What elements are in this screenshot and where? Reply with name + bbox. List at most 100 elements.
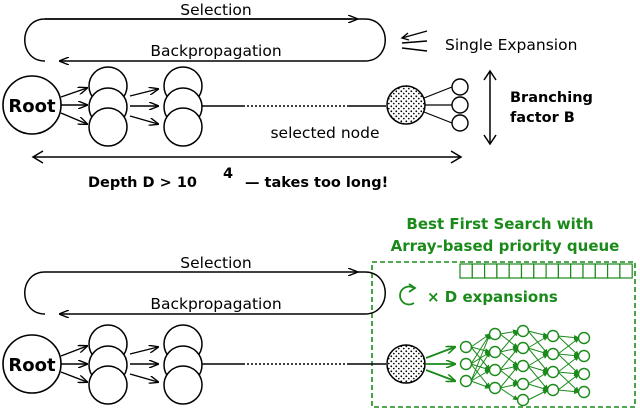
tree-node [459,374,473,388]
tree-edge [557,335,580,341]
top-level2-nodes [163,66,203,147]
tree-node [459,357,473,371]
top-child-edges [423,86,453,124]
queue-cell [533,263,547,279]
top-loop-right [60,18,386,61]
bottom-loop-left [24,271,46,315]
tree-edge [470,333,491,365]
queue-cell [496,263,510,279]
top-child-nodes [451,78,469,132]
tree-edge [527,335,549,349]
tree-edge [470,380,491,389]
tree-edge [470,351,491,382]
bottom-loop-right [60,271,386,314]
depth-exponent: 4 [223,166,233,182]
tree-edge [527,389,549,401]
tree-node [459,340,473,354]
top-level1-nodes [88,66,128,147]
tree-node [546,347,560,361]
bottom-root-label: Root [8,355,56,376]
queue-cell [606,263,621,279]
tree-node [488,381,502,395]
tree-node [516,341,530,355]
tree-node [488,345,502,359]
bottom-backprop-label: Backpropagation [150,295,281,313]
queue-cell [619,263,633,279]
branching-label-2: factor B [510,110,575,126]
tree-node [516,359,530,373]
green-expansion-arrows [425,347,455,381]
single-expansion-label: Single Expansion [445,36,577,54]
top-panel: Selection Backpropagation Single Expansi… [2,1,593,191]
selected-node-label: selected node [270,124,379,142]
single-expansion-arrows [400,30,428,52]
tree-edge [470,369,491,382]
bottom-selected-node [386,344,426,384]
queue-cell [594,263,609,279]
bottom-panel: Best First Search with Array-based prior… [2,215,636,408]
tree-edge [527,330,549,338]
tree-edge [499,387,519,401]
top-root-label: Root [8,96,56,117]
tree-edge [527,365,549,373]
bottom-selection-label: Selection [180,254,251,272]
depth-label: Depth D > 10 [88,175,197,191]
tree-node [516,324,530,338]
queue-cell [459,263,473,279]
bottom-level1-nodes [88,324,128,405]
tree-node [488,327,502,341]
bfs-title-2: Array-based priority queue [391,237,620,255]
tree-node [577,385,591,399]
tree-node [546,365,560,379]
priority-queue-array [459,263,633,279]
tree-edge [557,353,580,359]
tree-edge [499,365,519,389]
bottom-level1-arrows [129,347,158,382]
tree-edge [527,347,549,355]
queue-cell [582,263,596,279]
queue-cell [557,263,572,279]
repeat-icon [399,285,415,306]
top-root-arrows [60,88,87,124]
tree-edge [499,347,519,371]
top-level1-arrows [129,89,158,124]
tree-edge [499,330,519,353]
queue-cell [508,263,523,279]
tree-edge [557,355,580,373]
depth-suffix: — takes too long! [245,175,388,191]
queue-cell [570,263,584,279]
expansions-label: × D expansions [427,288,558,306]
tree-node [546,383,560,397]
top-backprop-label: Backpropagation [150,42,281,60]
top-loop-arrow [24,18,352,62]
bottom-level2-nodes [163,324,203,405]
tree-edge [557,371,580,377]
bottom-root-arrows [60,346,87,382]
tree-node [577,349,591,363]
branching-label-1: Branching [510,90,593,106]
tree-node [488,363,502,377]
tree-node [577,367,591,381]
tree-node [516,393,530,407]
bfs-title-1: Best First Search with [406,215,593,233]
tree-node [546,329,560,343]
tree-edge [557,373,580,391]
best-first-search-tree [459,324,591,407]
tree-edge [557,389,580,395]
queue-cell [545,263,559,279]
top-selection-label: Selection [180,1,251,19]
tree-edge [527,383,549,391]
tree-edge [527,353,549,367]
tree-node [577,331,591,345]
queue-cell [520,263,535,279]
queue-cell [484,263,498,279]
queue-cell [471,263,486,279]
tree-node [516,377,530,391]
tree-edge [557,337,580,355]
bfs-box [371,261,636,408]
tree-edge [470,333,491,382]
tree-edge [527,371,549,385]
tree-edge [499,382,519,389]
top-selected-node [386,85,426,125]
